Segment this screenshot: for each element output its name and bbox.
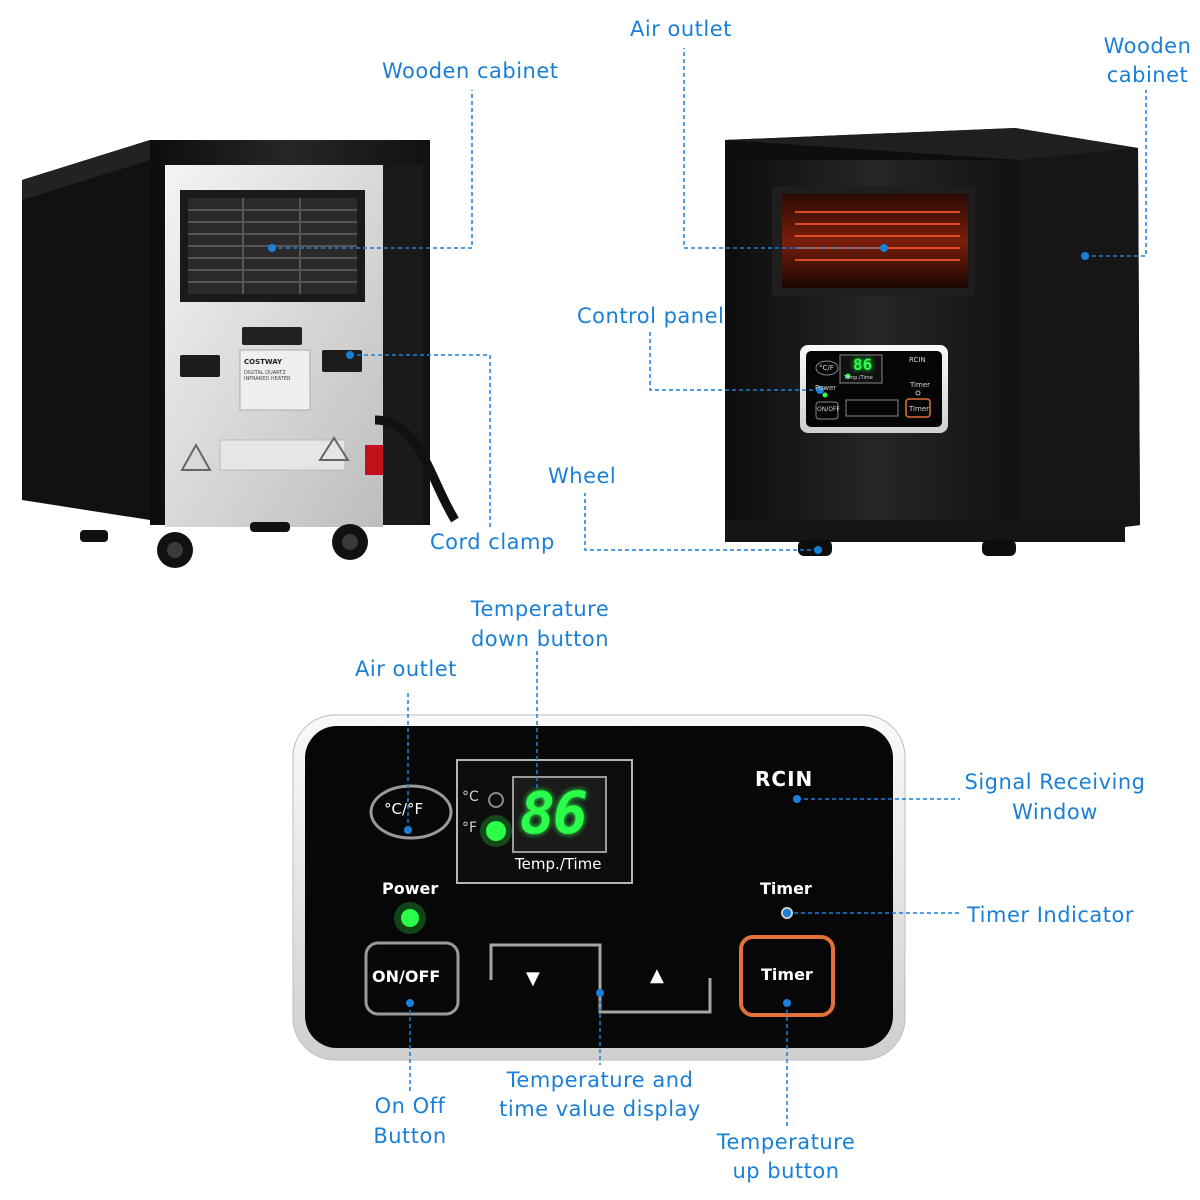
control-panel-closeup <box>292 714 906 1061</box>
callout-temperature-display-line1: Temperature and <box>506 1068 694 1092</box>
mini-timer-label: Timer <box>910 381 931 389</box>
callout-control-panel: Control panel <box>577 304 725 328</box>
display-caption: Temp./Time <box>515 855 602 873</box>
mini-timer-button-label: Timer <box>909 405 930 413</box>
callout-temperature-up-line1: Temperature <box>716 1130 856 1154</box>
temperature-down-button[interactable]: ▼ <box>526 968 540 989</box>
rear-heater <box>22 140 459 568</box>
front-heating-element <box>782 194 968 288</box>
callout-air-outlet-top: Air outlet <box>630 17 732 41</box>
down-button-outline <box>489 943 602 990</box>
celsius-indicator-label: °C <box>462 789 479 805</box>
rear-brand-label: COSTWAY <box>244 358 283 366</box>
on-off-button[interactable]: ON/OFF <box>372 967 441 986</box>
rear-cord-clamp-right <box>322 350 362 372</box>
panel-face <box>305 726 893 1048</box>
mini-power-label: Power <box>815 384 837 392</box>
rear-wheels <box>80 522 368 568</box>
timer-indicator-led <box>781 907 793 919</box>
fahrenheit-led <box>486 821 506 841</box>
timer-indicator-label: Timer <box>760 879 812 898</box>
timer-button-outline <box>739 935 835 1017</box>
callout-signal-receiving-line2: Window <box>1012 800 1098 824</box>
callout-signal-receiving-line1: Signal Receiving <box>964 770 1146 794</box>
mini-unit-label: °C/F <box>819 364 834 372</box>
callout-temperature-down-line1: Temperature <box>470 597 610 621</box>
callout-wooden-cabinet-side-line2: cabinet <box>1106 63 1189 87</box>
unit-toggle-button <box>369 784 453 840</box>
mini-display-value: 86 <box>853 355 873 374</box>
rear-cord-clamp-left <box>180 355 220 377</box>
callout-air-outlet-panel: Air outlet <box>355 657 457 681</box>
power-label: Power <box>382 879 439 898</box>
mini-display-caption: Temp./Time <box>844 375 873 381</box>
power-led <box>401 909 419 927</box>
mini-rcin-label: RCIN <box>909 356 926 364</box>
callout-wooden-cabinet-side-line1: Wooden <box>1103 34 1192 58</box>
rcin-label: RCIN <box>755 767 814 791</box>
on-off-button-outline <box>364 941 460 1016</box>
callout-on-off-line2: Button <box>373 1124 447 1148</box>
timer-button[interactable]: Timer <box>761 965 813 984</box>
rear-product-label: DIGITAL QUARTZ INFRARED HEATER <box>244 370 291 382</box>
fahrenheit-indicator-label: °F <box>462 820 478 836</box>
display-value: 86 <box>520 779 588 847</box>
front-heater <box>725 128 1140 556</box>
callout-on-off-line1: On Off <box>374 1094 446 1118</box>
unit-toggle-label[interactable]: °C/°F <box>384 800 424 818</box>
temperature-up-button[interactable]: ▲ <box>650 965 664 986</box>
seven-segment-display <box>512 776 607 853</box>
mini-on-off-label: ON/OFF <box>817 406 840 413</box>
callout-wooden-cabinet-rear: Wooden cabinet <box>382 59 559 83</box>
callout-temperature-down-line2: down button <box>470 627 610 651</box>
callout-temperature-up-line2: up button <box>732 1159 840 1183</box>
callout-wheel: Wheel <box>548 464 617 488</box>
rear-power-switch <box>365 445 383 475</box>
power-cord <box>374 415 459 523</box>
callout-cord-clamp: Cord clamp <box>430 530 555 554</box>
front-wheels <box>725 520 1125 556</box>
callout-temperature-display-line2: time value display <box>499 1097 701 1121</box>
callout-timer-indicator: Timer Indicator <box>967 903 1134 927</box>
callout-leaders <box>268 48 1147 1128</box>
